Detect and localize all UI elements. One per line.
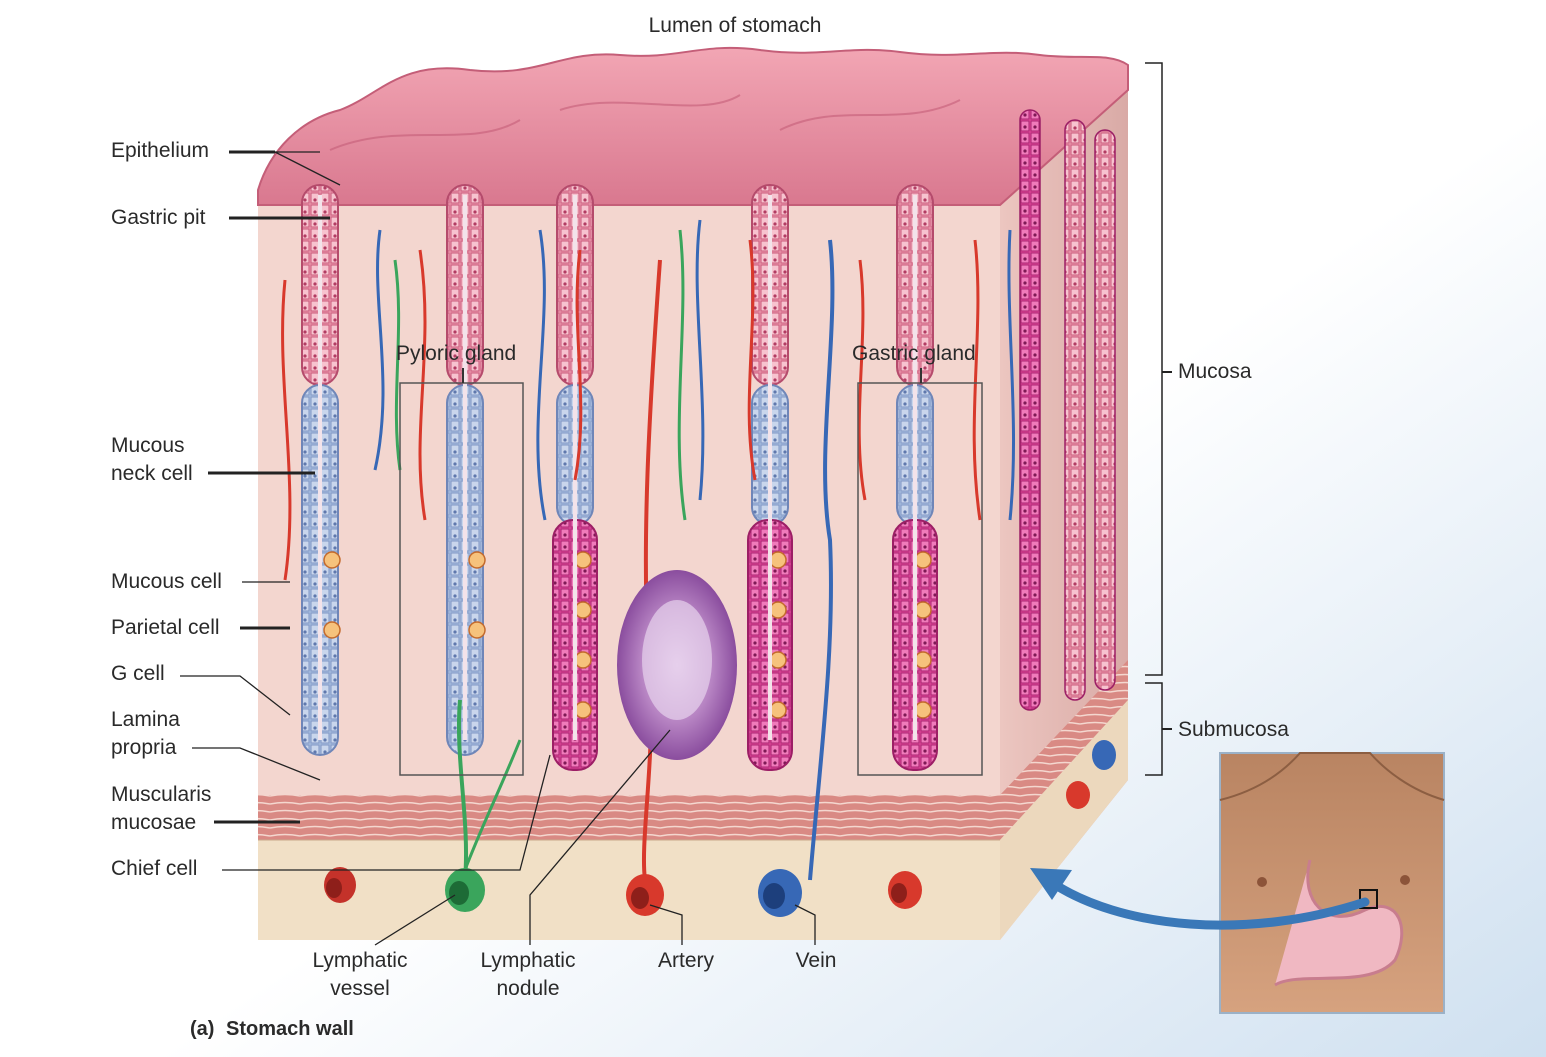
label-gastric-pit: Gastric pit: [111, 204, 206, 232]
label-parietal-cell: Parietal cell: [111, 614, 220, 642]
label-submucosa: Submucosa: [1178, 716, 1289, 744]
caption-text: Stomach wall: [226, 1018, 354, 1040]
muscularis-mucosae-layer: [258, 795, 1000, 840]
vein-side: [1092, 740, 1116, 770]
label-gastric-gland: Gastric gland: [852, 340, 976, 368]
label-mucous-neck-cell-line2: neck cell: [111, 460, 193, 488]
label-epithelium: Epithelium: [111, 137, 209, 165]
label-muscularis-mucosae-line2: mucosae: [111, 809, 196, 837]
label-lymphatic-vessel-line1: Lymphatic: [300, 947, 420, 975]
title-lumen-of-stomach: Lumen of stomach: [600, 12, 870, 40]
vein-icon: [758, 869, 802, 917]
lymphatic-vessel-icon: [445, 868, 485, 912]
side-gland-3: [1095, 130, 1115, 690]
caption: (a) Stomach wall: [190, 1015, 354, 1043]
artery-small-left: [324, 867, 356, 903]
gland-2: [447, 185, 485, 755]
label-lymphatic-vessel-line2: vessel: [300, 975, 420, 1003]
label-lamina-propria-line1: Lamina: [111, 706, 180, 734]
artery-small-right: [888, 871, 922, 909]
label-mucous-neck-cell-line1: Mucous: [111, 432, 185, 460]
caption-letter: (a): [190, 1018, 214, 1040]
label-g-cell: G cell: [111, 660, 165, 688]
gland-1: [302, 185, 340, 755]
torso-inset: [1220, 753, 1444, 1013]
label-mucous-cell: Mucous cell: [111, 568, 222, 596]
label-artery: Artery: [640, 947, 732, 975]
label-vein: Vein: [780, 947, 852, 975]
side-gland-1: [1020, 110, 1040, 710]
tissue-block: [258, 48, 1128, 940]
label-lymphatic-nodule-line1: Lymphatic: [468, 947, 588, 975]
lymphatic-nodule: [617, 570, 737, 760]
artery-side: [1066, 781, 1090, 809]
label-pyloric-gland: Pyloric gland: [396, 340, 516, 368]
artery-icon: [626, 874, 664, 916]
gland-5: [893, 185, 937, 770]
side-gland-2: [1065, 120, 1085, 700]
label-lymphatic-nodule-line2: nodule: [468, 975, 588, 1003]
label-muscularis-mucosae-line1: Muscularis: [111, 781, 211, 809]
label-mucosa: Mucosa: [1178, 358, 1252, 386]
label-chief-cell: Chief cell: [111, 855, 197, 883]
label-lamina-propria-line2: propria: [111, 734, 176, 762]
